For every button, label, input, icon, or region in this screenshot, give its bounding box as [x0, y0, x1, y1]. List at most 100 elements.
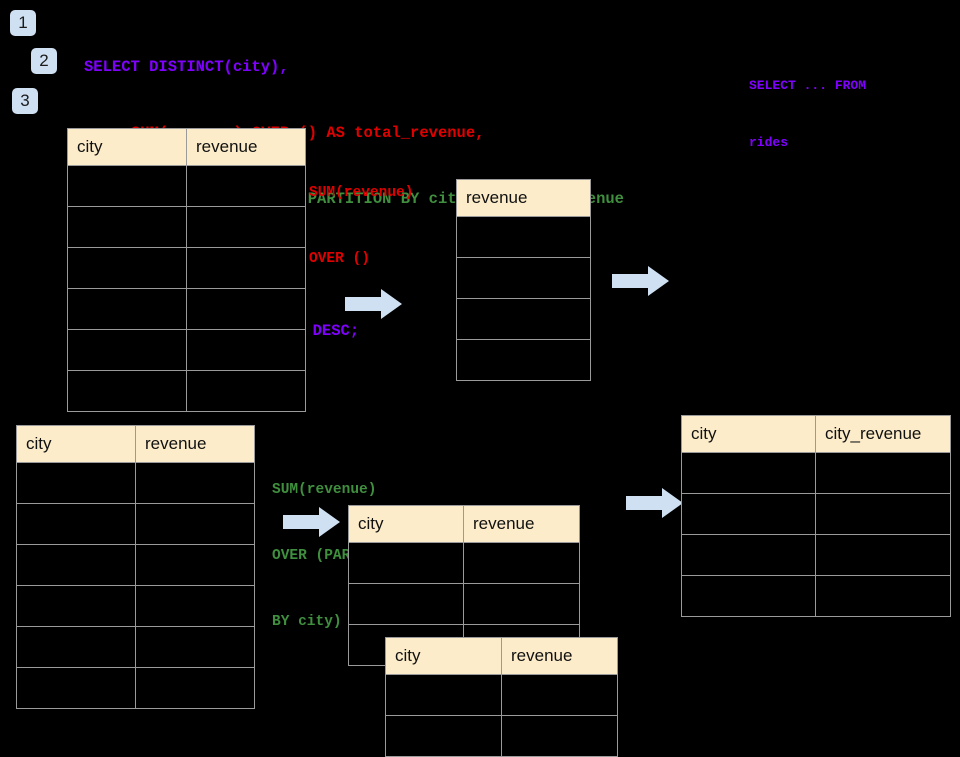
table-row: [16, 462, 255, 504]
table-row: [16, 626, 255, 668]
table-row: [456, 216, 591, 258]
cell-city: [16, 503, 136, 545]
side-note-line-2: rides: [749, 135, 789, 150]
table-header-row: city revenue: [385, 637, 618, 675]
table-row: [16, 667, 255, 709]
table-row: [16, 544, 255, 586]
cell-revenue: [501, 674, 618, 716]
table-rides-source-bottom: city revenue: [16, 425, 255, 709]
column-header-revenue: revenue: [501, 637, 618, 675]
sql-line-select: SELECT DISTINCT(city),: [84, 58, 289, 76]
table-row: [67, 370, 306, 412]
column-header-city-revenue: city_revenue: [815, 415, 951, 453]
cell-city: [16, 585, 136, 627]
table-row: [16, 585, 255, 627]
table-final-result: city city_revenue: [681, 415, 951, 617]
table-row: [67, 206, 306, 248]
table-row: [681, 534, 951, 576]
table-row: [67, 329, 306, 371]
annotation-total-revenue-line-1: SUM(revenue): [309, 185, 414, 201]
annotation-total-revenue: SUM(revenue) OVER (): [309, 138, 413, 292]
cell-revenue: [186, 206, 306, 248]
column-header-revenue: revenue: [463, 505, 580, 543]
table-row: [16, 503, 255, 545]
arrow-source-to-total-icon: [345, 287, 403, 321]
table-header-row: city city_revenue: [681, 415, 951, 453]
cell-revenue: [463, 542, 580, 584]
column-header-revenue: revenue: [135, 425, 255, 463]
table-header-row: city revenue: [67, 128, 306, 166]
table-row: [385, 674, 618, 716]
cell-city: [67, 247, 187, 289]
cell-revenue: [456, 216, 591, 258]
table-total-revenue-result: revenue: [456, 179, 591, 381]
cell-revenue: [186, 288, 306, 330]
column-header-revenue: revenue: [186, 128, 306, 166]
table-row: [348, 583, 580, 625]
column-header-city: city: [681, 415, 816, 453]
cell-city: [16, 667, 136, 709]
annotation-city-revenue-line-1: SUM(revenue): [272, 482, 377, 498]
column-header-city: city: [385, 637, 502, 675]
cell-revenue: [135, 585, 255, 627]
cell-revenue: [135, 503, 255, 545]
cell-revenue: [186, 165, 306, 207]
cell-city: [348, 542, 464, 584]
annotation-total-revenue-line-2: OVER (): [309, 251, 370, 267]
column-header-revenue: revenue: [456, 179, 591, 217]
table-row: [385, 715, 618, 757]
side-note-select-from-rides: SELECT ... FROM rides: [749, 38, 866, 171]
table-row: [67, 247, 306, 289]
cell-city: [348, 583, 464, 625]
cell-city: [385, 715, 502, 757]
column-header-city: city: [67, 128, 187, 166]
cell-revenue: [135, 667, 255, 709]
column-header-city: city: [348, 505, 464, 543]
cell-revenue: [186, 329, 306, 371]
table-row: [681, 575, 951, 617]
step-badge-2: 2: [31, 48, 57, 74]
cell-revenue: [456, 339, 591, 381]
cell-city: [385, 674, 502, 716]
cell-revenue: [135, 626, 255, 668]
cell-city: [16, 626, 136, 668]
table-row: [681, 452, 951, 494]
cell-city: [16, 462, 136, 504]
arrow-source-to-partition-icon: [283, 505, 341, 539]
table-header-row: city revenue: [348, 505, 580, 543]
step-badge-1: 1: [10, 10, 36, 36]
cell-revenue: [501, 715, 618, 757]
cell-city: [681, 575, 816, 617]
cell-city: [67, 370, 187, 412]
table-row: [67, 165, 306, 207]
cell-city: [67, 288, 187, 330]
cell-city: [681, 534, 816, 576]
cell-city: [681, 452, 816, 494]
annotation-city-revenue-line-3: BY city): [272, 614, 342, 630]
table-row: [456, 257, 591, 299]
column-header-city: city: [16, 425, 136, 463]
table-rides-source-top: city revenue: [67, 128, 306, 412]
side-note-line-1: SELECT ... FROM: [749, 78, 867, 93]
cell-revenue: [135, 462, 255, 504]
table-header-row: city revenue: [16, 425, 255, 463]
cell-revenue: [456, 298, 591, 340]
arrow-total-to-final-icon: [612, 264, 670, 298]
arrow-partition-to-final-icon: [626, 486, 684, 520]
table-row: [456, 339, 591, 381]
step-badge-3: 3: [12, 88, 38, 114]
cell-revenue: [135, 544, 255, 586]
cell-city: [681, 493, 816, 535]
table-row: [456, 298, 591, 340]
table-row: [67, 288, 306, 330]
cell-city: [16, 544, 136, 586]
table-header-row: revenue: [456, 179, 591, 217]
cell-city: [67, 329, 187, 371]
table-row: [681, 493, 951, 535]
cell-city-revenue: [815, 452, 951, 494]
table-row: [348, 542, 580, 584]
cell-city-revenue: [815, 493, 951, 535]
cell-revenue: [186, 370, 306, 412]
table-partition-lower: city revenue: [385, 637, 618, 757]
cell-revenue: [456, 257, 591, 299]
